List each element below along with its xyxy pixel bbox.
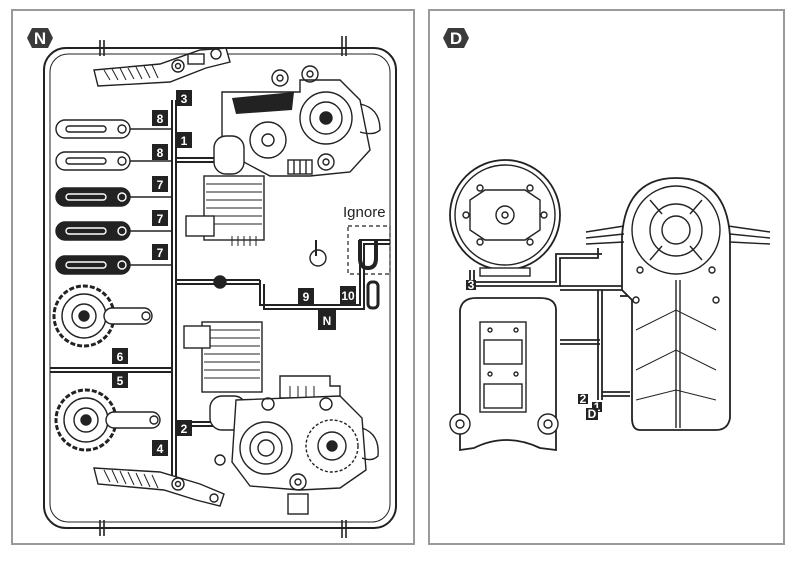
svg-text:4: 4 [157,442,164,456]
part-tag: 8 [152,110,168,126]
ignored-part [309,225,391,310]
part-tag: 7 [152,210,168,226]
svg-text:7: 7 [157,246,164,260]
link-bars [55,119,172,275]
svg-text:3: 3 [181,92,188,106]
part-tag: 5 [112,372,128,388]
base-plate-part [449,297,559,452]
gear-arm-lower [54,388,161,452]
svg-text:1: 1 [181,134,188,148]
svg-text:N: N [34,29,46,48]
badge-n: N [27,28,53,48]
part-tag: 1 [176,132,192,148]
part-tag: 7 [152,244,168,260]
runner-hub [213,275,227,289]
gear-arm-upper [52,284,153,348]
part-tag: 8 [152,144,168,160]
sprue-tag-d: D [586,407,598,421]
sprue-tag-n: N [318,310,336,330]
part-tag: 2 [578,392,588,406]
part-tag: 10 [340,286,356,306]
svg-text:2: 2 [580,392,587,406]
frame-tabs [99,36,347,538]
part-tag: 9 [298,288,314,304]
rack-arm-bottom [93,467,225,507]
svg-text:7: 7 [157,178,164,192]
svg-text:1: 1 [594,400,601,414]
svg-text:10: 10 [341,289,355,303]
svg-text:8: 8 [157,112,164,126]
motor-block-upper [185,135,265,246]
disc-part [449,159,561,277]
part-tag: 1 [592,400,602,414]
svg-text:D: D [588,407,597,421]
svg-text:5: 5 [117,374,124,388]
motor-block-lower [183,321,341,431]
part-tag: 6 [112,348,128,364]
part-tag: 3 [466,278,476,292]
ignore-label: Ignore [343,204,386,221]
part-number-tags-d: 3 2 1 D [466,278,602,421]
part-tag: 3 [176,90,192,106]
svg-text:6: 6 [117,350,124,364]
large-housing-part [585,177,771,431]
housing-lower [214,395,379,515]
svg-text:N: N [323,314,332,328]
rack-arm-top [93,47,231,87]
svg-text:D: D [450,29,462,48]
badge-d: D [443,28,469,48]
svg-text:7: 7 [157,212,164,226]
svg-text:3: 3 [468,278,475,292]
part-number-tags-n: 3 8 8 1 7 7 7 9 10 6 5 2 4 N [112,90,356,456]
part-tag: 2 [176,420,192,436]
housing-upper [221,65,381,177]
svg-text:9: 9 [303,290,310,304]
svg-text:2: 2 [181,422,188,436]
svg-text:8: 8 [157,146,164,160]
part-tag: 4 [152,440,168,456]
part-tag: 7 [152,176,168,192]
